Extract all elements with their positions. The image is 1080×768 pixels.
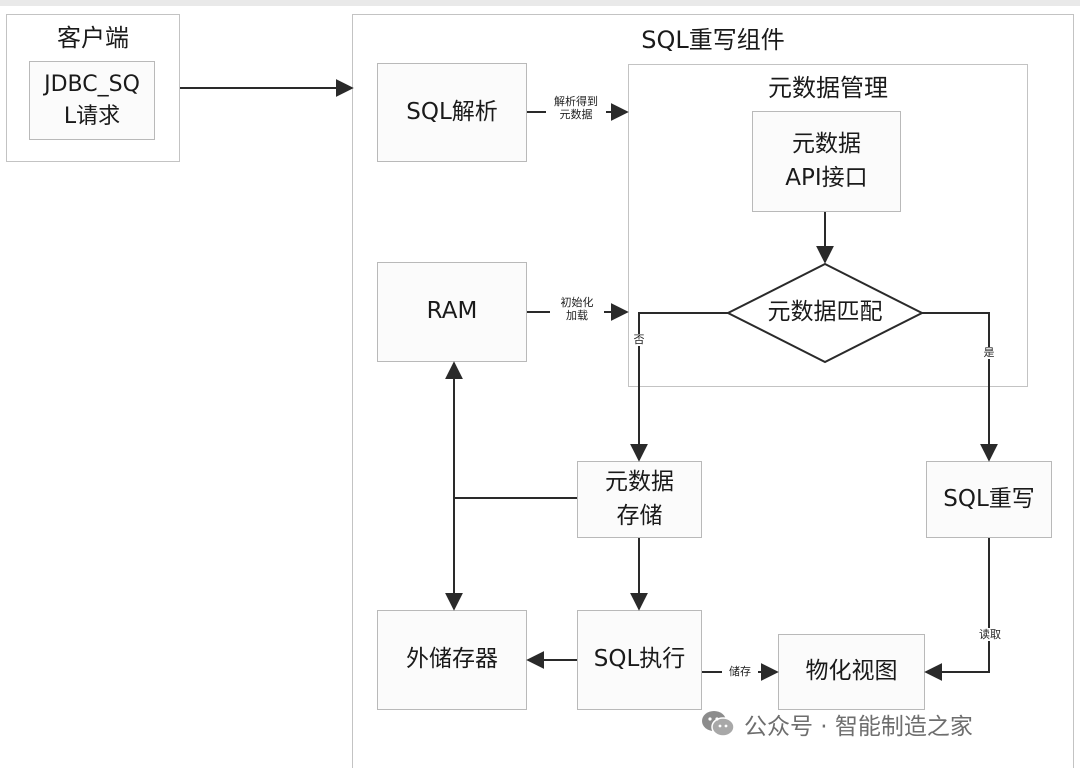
sql-parse-box: SQL解析: [377, 63, 527, 162]
external-storage-box: 外储存器: [377, 610, 527, 710]
watermark-text: 公众号 · 智能制造之家: [744, 714, 973, 740]
jdbc-request-box: JDBC_SQ L请求: [29, 61, 155, 140]
edge-label-store: 储存: [722, 665, 758, 678]
sql-rewrite-box: SQL重写: [926, 461, 1052, 538]
arrow-yes-to-rewrite: [922, 312, 998, 462]
edge-label-init-load: 初始化 加载: [550, 296, 604, 322]
wechat-icon: [702, 711, 735, 737]
watermark: 公众号 · 智能制造之家: [700, 700, 973, 748]
metadata-management-title: 元数据管理: [768, 74, 888, 102]
metadata-match-diamond: [725, 262, 925, 364]
metadata-match-label: 元数据匹配: [767, 299, 883, 326]
top-bar: [0, 0, 1080, 6]
client-title: 客户端: [57, 24, 129, 52]
metadata-storage-box: 元数据 存储: [577, 461, 702, 538]
sql-rewrite-component-title: SQL重写组件: [641, 26, 785, 54]
edge-label-read: 读取: [970, 628, 1010, 641]
sql-execute-box: SQL执行: [577, 610, 702, 710]
materialized-view-box: 物化视图: [778, 634, 925, 710]
arrow-no-to-storage: [630, 312, 728, 462]
edge-label-yes: 是: [983, 346, 995, 359]
edge-label-no: 否: [633, 333, 645, 346]
edge-label-parse-to-metadata: 解析得到 元数据: [546, 95, 606, 121]
arrow-rewrite-to-view: [924, 538, 990, 681]
ram-box: RAM: [377, 262, 527, 362]
metadata-api-box: 元数据 API接口: [752, 111, 901, 212]
